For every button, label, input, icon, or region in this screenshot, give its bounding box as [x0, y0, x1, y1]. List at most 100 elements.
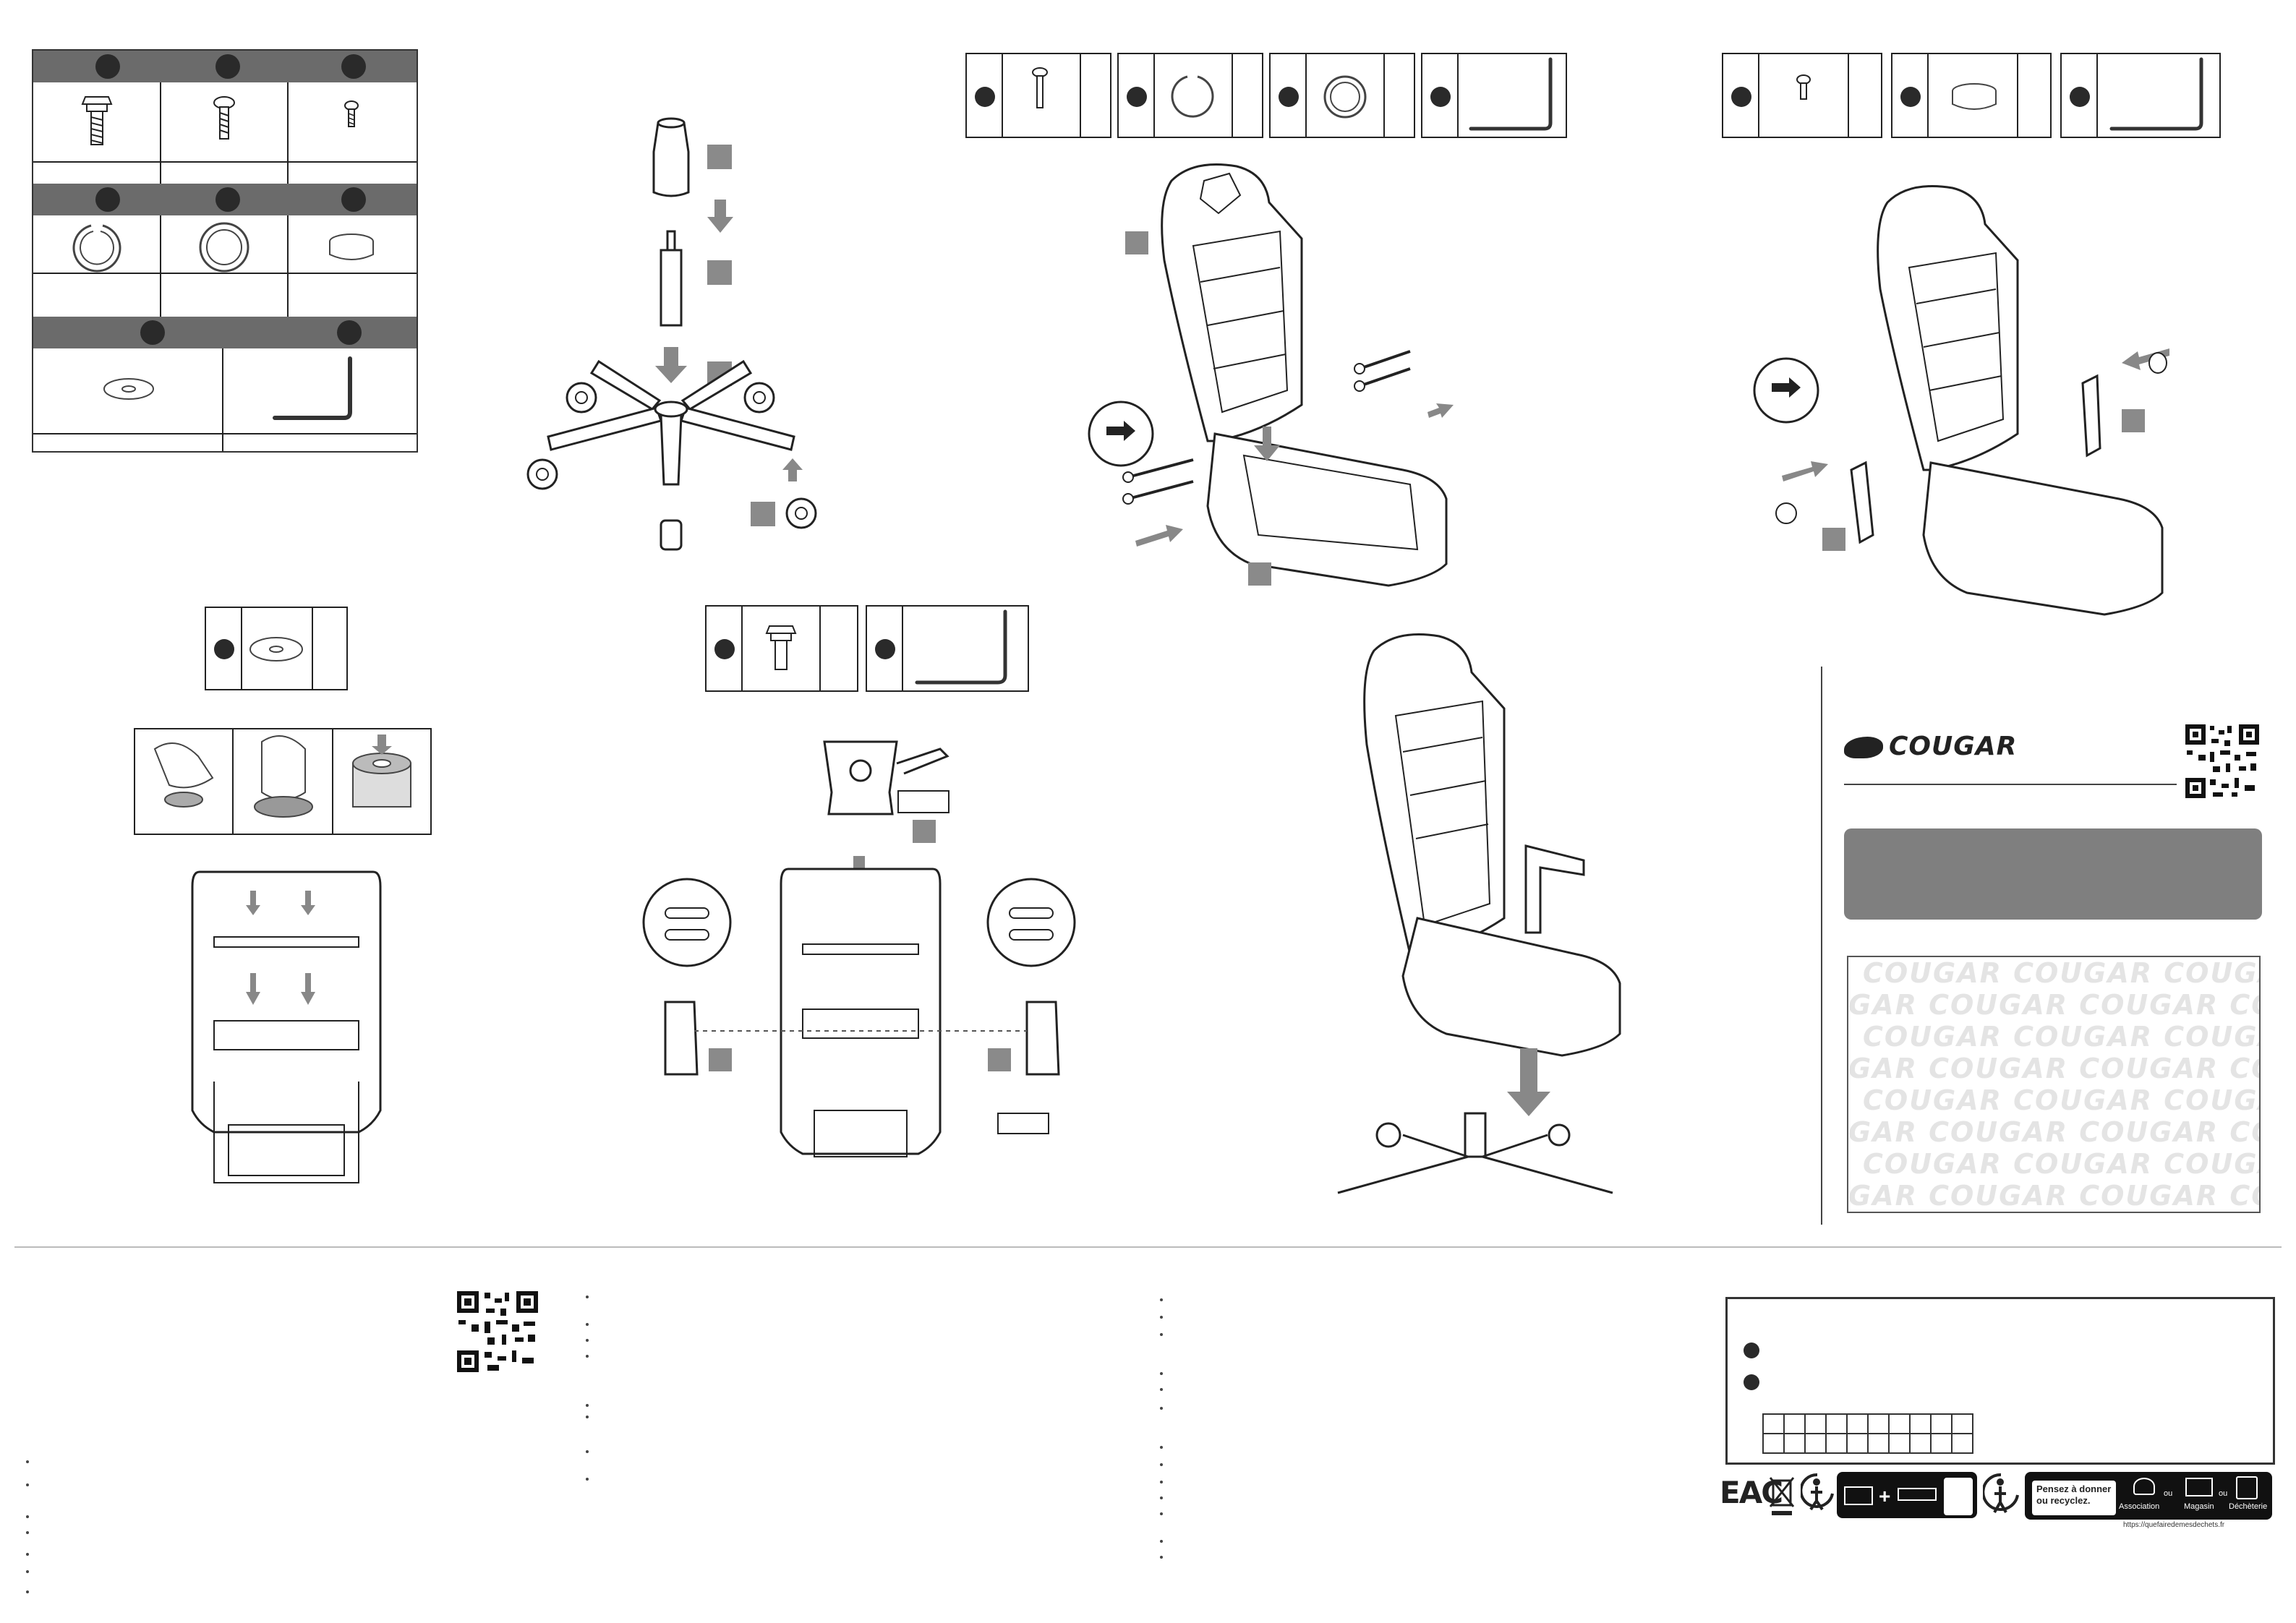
star-base-top — [1337, 1112, 1613, 1194]
recycling-url-link[interactable]: https://quefairedemesdechets.fr — [2123, 1521, 2225, 1529]
serial-number-grid — [1762, 1413, 1973, 1454]
parts-list-table — [32, 49, 418, 453]
list-bullet — [1160, 1333, 1163, 1336]
chair-backrest — [1363, 633, 1506, 956]
list-bullet — [1160, 1446, 1163, 1449]
qr-code-icon[interactable] — [2184, 723, 2261, 800]
washer-hardware-box — [205, 607, 348, 690]
zoom-detail — [1753, 357, 1819, 424]
list-bullet — [1160, 1372, 1163, 1375]
cover-hardware-boxes — [1722, 53, 2221, 138]
allen-key-icon — [273, 356, 352, 420]
chair-backrest — [1877, 185, 2019, 471]
cougar-head-icon — [1844, 737, 1883, 758]
brand-divider — [1821, 667, 1822, 1225]
chair-backrest — [1161, 163, 1303, 442]
list-bullet — [1160, 1388, 1163, 1391]
list-bullet — [26, 1590, 29, 1593]
hand-placing-washer — [153, 742, 214, 808]
association-icon — [2133, 1478, 2155, 1495]
cap-icon — [1775, 502, 1797, 524]
parts-row-bolts — [33, 82, 417, 184]
brand-watermark-panel: COUGAR COUGAR COUGAR COUGAR GAR COUGAR C… — [1847, 956, 2261, 1213]
list-bullet — [26, 1515, 29, 1518]
part-marker — [215, 187, 240, 212]
list-bullet — [586, 1450, 589, 1453]
triman-icon — [1801, 1473, 1834, 1511]
side-cover-left — [1850, 461, 1874, 544]
list-bullet — [26, 1483, 29, 1486]
zoom-detail-left — [642, 878, 732, 967]
screw-icon — [213, 96, 235, 140]
parts-row-washers — [33, 215, 417, 317]
dump-icon — [2236, 1476, 2258, 1499]
caster — [785, 497, 817, 529]
list-bullet — [1160, 1512, 1163, 1515]
star-base — [547, 359, 795, 486]
washer-install-steps — [134, 728, 432, 835]
backrest-hardware-boxes — [965, 53, 1567, 138]
chair-seat — [1922, 461, 2164, 616]
list-bullet — [586, 1416, 589, 1418]
part-marker — [341, 187, 366, 212]
flat-washer-icon — [199, 222, 249, 273]
bolt-group-right — [1354, 350, 1454, 418]
brand-rule — [1844, 784, 2177, 785]
mechanism-hardware-boxes — [705, 605, 1029, 692]
leaflet-icon — [1898, 1488, 1937, 1501]
caster — [526, 458, 558, 490]
weee-bin-icon — [1769, 1477, 1795, 1515]
list-bullet — [1160, 1463, 1163, 1466]
sorting-info-black: + — [1837, 1472, 1977, 1518]
caster — [743, 382, 775, 414]
chair-seat — [1206, 432, 1448, 587]
title-banner — [1844, 828, 2262, 920]
armrest-bracket-right — [1025, 1001, 1060, 1076]
part-marker — [95, 187, 120, 212]
list-bullet — [26, 1553, 29, 1556]
zoom-detail — [1088, 401, 1154, 467]
triman-icon — [1983, 1473, 2019, 1513]
donate-recycle-panel: Pensez à donner ou recyclez. Association… — [2025, 1472, 2272, 1520]
qr-code-icon[interactable] — [456, 1290, 539, 1374]
list-bullet — [586, 1339, 589, 1342]
cap-icon — [2148, 352, 2167, 374]
part-marker — [337, 320, 362, 345]
spacer-washer-icon — [103, 378, 154, 400]
cap-icon — [329, 234, 374, 260]
list-bullet — [1160, 1316, 1163, 1319]
bolt-group-left — [1122, 458, 1194, 547]
packaging-icon — [1844, 1486, 1873, 1505]
part-marker — [95, 54, 120, 79]
list-bullet — [1160, 1540, 1163, 1543]
side-cover-right — [2081, 374, 2101, 458]
list-bullet — [586, 1323, 589, 1326]
info-marker — [1744, 1374, 1759, 1390]
chair-seat — [1401, 917, 1621, 1057]
recycle-bin-icon — [1944, 1478, 1973, 1515]
part-marker — [215, 54, 240, 79]
caster — [566, 382, 597, 414]
list-bullet — [586, 1355, 589, 1358]
parts-row-misc — [33, 348, 417, 451]
step-base-assembly — [526, 117, 817, 551]
tilt-mechanism — [823, 740, 949, 815]
list-bullet — [1160, 1481, 1163, 1483]
info-marker — [1744, 1342, 1759, 1358]
step-final-assembly — [1337, 633, 1621, 1194]
gas-lift-cover — [652, 117, 690, 197]
info-box — [1725, 1297, 2275, 1465]
step-side-covers — [1753, 185, 2169, 616]
armrest-bracket-left — [664, 1001, 699, 1076]
split-washer-icon — [72, 224, 121, 273]
list-bullet — [1160, 1556, 1163, 1559]
gas-lift — [660, 230, 683, 327]
list-bullet — [1160, 1407, 1163, 1410]
step-backrest-attach — [1088, 163, 1454, 587]
list-bullet — [586, 1296, 589, 1298]
list-bullet — [26, 1531, 29, 1534]
fold-line — [14, 1246, 2282, 1248]
small-screw-icon — [344, 100, 359, 127]
bolt-icon — [81, 96, 113, 145]
list-bullet — [26, 1460, 29, 1463]
